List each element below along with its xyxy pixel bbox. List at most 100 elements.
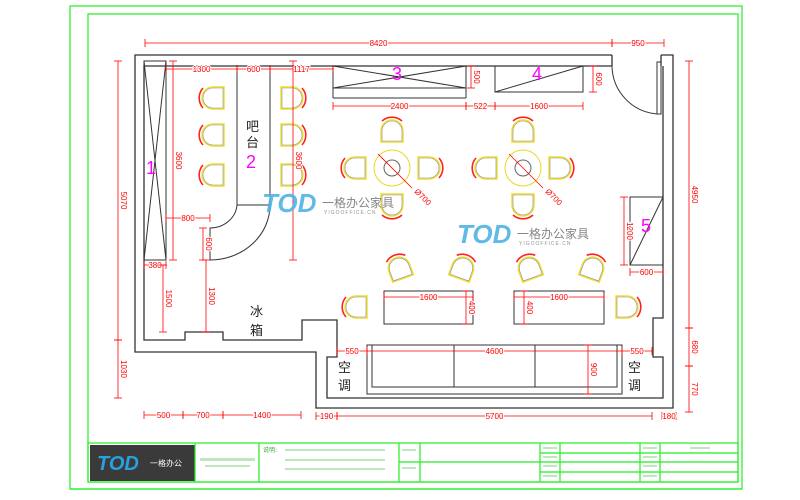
entrance-door[interactable] [611, 61, 662, 115]
dimension-label: 500 [472, 70, 481, 84]
dimension-label: Ø700 [413, 187, 434, 208]
ac-left-label-1: 空 [338, 361, 351, 376]
chair-back [515, 253, 536, 263]
chair[interactable] [280, 86, 307, 110]
chair-cushion [281, 87, 303, 109]
chair-back [340, 157, 346, 179]
dimension-label: 522 [474, 102, 488, 111]
inner-wall [143, 65, 664, 399]
chair[interactable] [384, 251, 415, 284]
chair[interactable] [447, 251, 478, 284]
chair-seat [548, 156, 572, 180]
chair[interactable] [548, 156, 575, 180]
chair[interactable] [340, 156, 367, 180]
watermark-name: 一格办公家具 [517, 226, 589, 241]
chair[interactable] [341, 295, 368, 319]
bar-counter[interactable]: 吧 台 2 [209, 66, 271, 261]
dimension-label: 2400 [391, 102, 409, 111]
dimension-left-1300: 1300 [202, 259, 217, 333]
dimension-label: 4600 [486, 347, 504, 356]
watermark-logo: TOD [262, 188, 317, 218]
chair-cushion [449, 257, 473, 282]
dimension-bar-to-cab: 1117 [269, 64, 334, 75]
dimension-label: 1600 [420, 293, 438, 302]
round-table-1-top [373, 149, 411, 187]
cabinet-4[interactable]: 4 [494, 64, 584, 93]
dimension-bottom-700: 700 [182, 410, 224, 421]
dimension-left-lower: 1030 [114, 339, 129, 399]
title-notes-label: 说明: [263, 446, 277, 454]
dimension-table2-depth: 400 [520, 290, 535, 325]
title-block: TOD 一格办公 说明: [87, 442, 739, 483]
title-logo: TOD [97, 453, 139, 475]
chair-cushion [381, 194, 403, 216]
chair[interactable] [380, 116, 404, 143]
cabinet-1-cross [143, 60, 167, 261]
chair[interactable] [511, 116, 535, 143]
long-sofa[interactable] [366, 344, 623, 395]
chair-back [301, 164, 307, 186]
chair[interactable] [198, 123, 225, 147]
dimension-label: 950 [631, 39, 645, 48]
chair[interactable] [280, 163, 307, 187]
dimension-bottom-5700: 5700 [336, 411, 653, 422]
dimension-right-770: 770 [685, 365, 700, 413]
dimension-cab-gap: 522 [465, 101, 496, 112]
dimension-cab4-width: 1600 [494, 101, 584, 112]
dimension-label: 1030 [119, 360, 128, 378]
chair-seat [474, 156, 498, 180]
chair[interactable] [380, 193, 404, 220]
chair-back [471, 157, 477, 179]
chair[interactable] [198, 86, 225, 110]
round-table-2-top [504, 149, 542, 187]
cabinet-3-number: 3 [392, 64, 402, 84]
dimension-label: 5700 [486, 412, 504, 421]
cabinet-1[interactable]: 1 [143, 60, 167, 261]
chair-seat [511, 119, 535, 143]
dimension-label: 770 [690, 382, 699, 396]
chair-seat [201, 163, 225, 187]
chair-cushion [512, 194, 534, 216]
chair[interactable] [198, 163, 225, 187]
chair-seat [344, 295, 368, 319]
dimension-bottom-500: 500 [143, 410, 184, 421]
chair[interactable] [514, 251, 545, 284]
coffee-table-left[interactable] [383, 290, 474, 325]
chair-cushion [202, 87, 224, 109]
chair[interactable] [417, 156, 444, 180]
coffee-table-right[interactable] [513, 290, 605, 325]
dimension-label: 400 [525, 301, 534, 315]
dimension-table2-width: 1600 [513, 292, 605, 303]
dimension-label: 8420 [370, 39, 388, 48]
dimension-label: 5070 [119, 192, 128, 210]
dimension-label: 380 [148, 261, 162, 270]
chairs [198, 86, 642, 319]
cabinet-5-outline [629, 196, 664, 266]
dimension-cab3-width: 2400 [332, 101, 467, 112]
chair[interactable] [511, 193, 535, 220]
dimension-top-total: 8420 [144, 38, 613, 49]
chair-back [512, 116, 534, 122]
dimension-label: 1600 [530, 102, 548, 111]
round-table-2[interactable] [504, 149, 542, 187]
dimension-label: 1400 [253, 411, 271, 420]
chair[interactable] [280, 123, 307, 147]
dimension-label: 600 [640, 268, 654, 277]
dimension-label: 190 [320, 412, 334, 421]
bar-counter-label-1: 吧 [246, 120, 259, 135]
cabinet-5[interactable]: 5 [629, 196, 664, 266]
dimension-cab3-depth: 500 [467, 65, 482, 89]
chair-back [301, 87, 307, 109]
dimension-ac-left-gap: 550 [336, 346, 368, 357]
dimension-left-total: 5070 [114, 60, 129, 341]
chair[interactable] [471, 156, 498, 180]
ac-right-label-2: 调 [628, 379, 641, 394]
round-table-1[interactable] [373, 149, 411, 187]
dimension-cab5-depth: 600 [629, 267, 664, 278]
chair-cushion [202, 164, 224, 186]
chair[interactable] [577, 251, 608, 284]
cabinet-3[interactable]: 3 [332, 64, 467, 99]
chair-cushion [549, 157, 571, 179]
chair[interactable] [615, 295, 642, 319]
